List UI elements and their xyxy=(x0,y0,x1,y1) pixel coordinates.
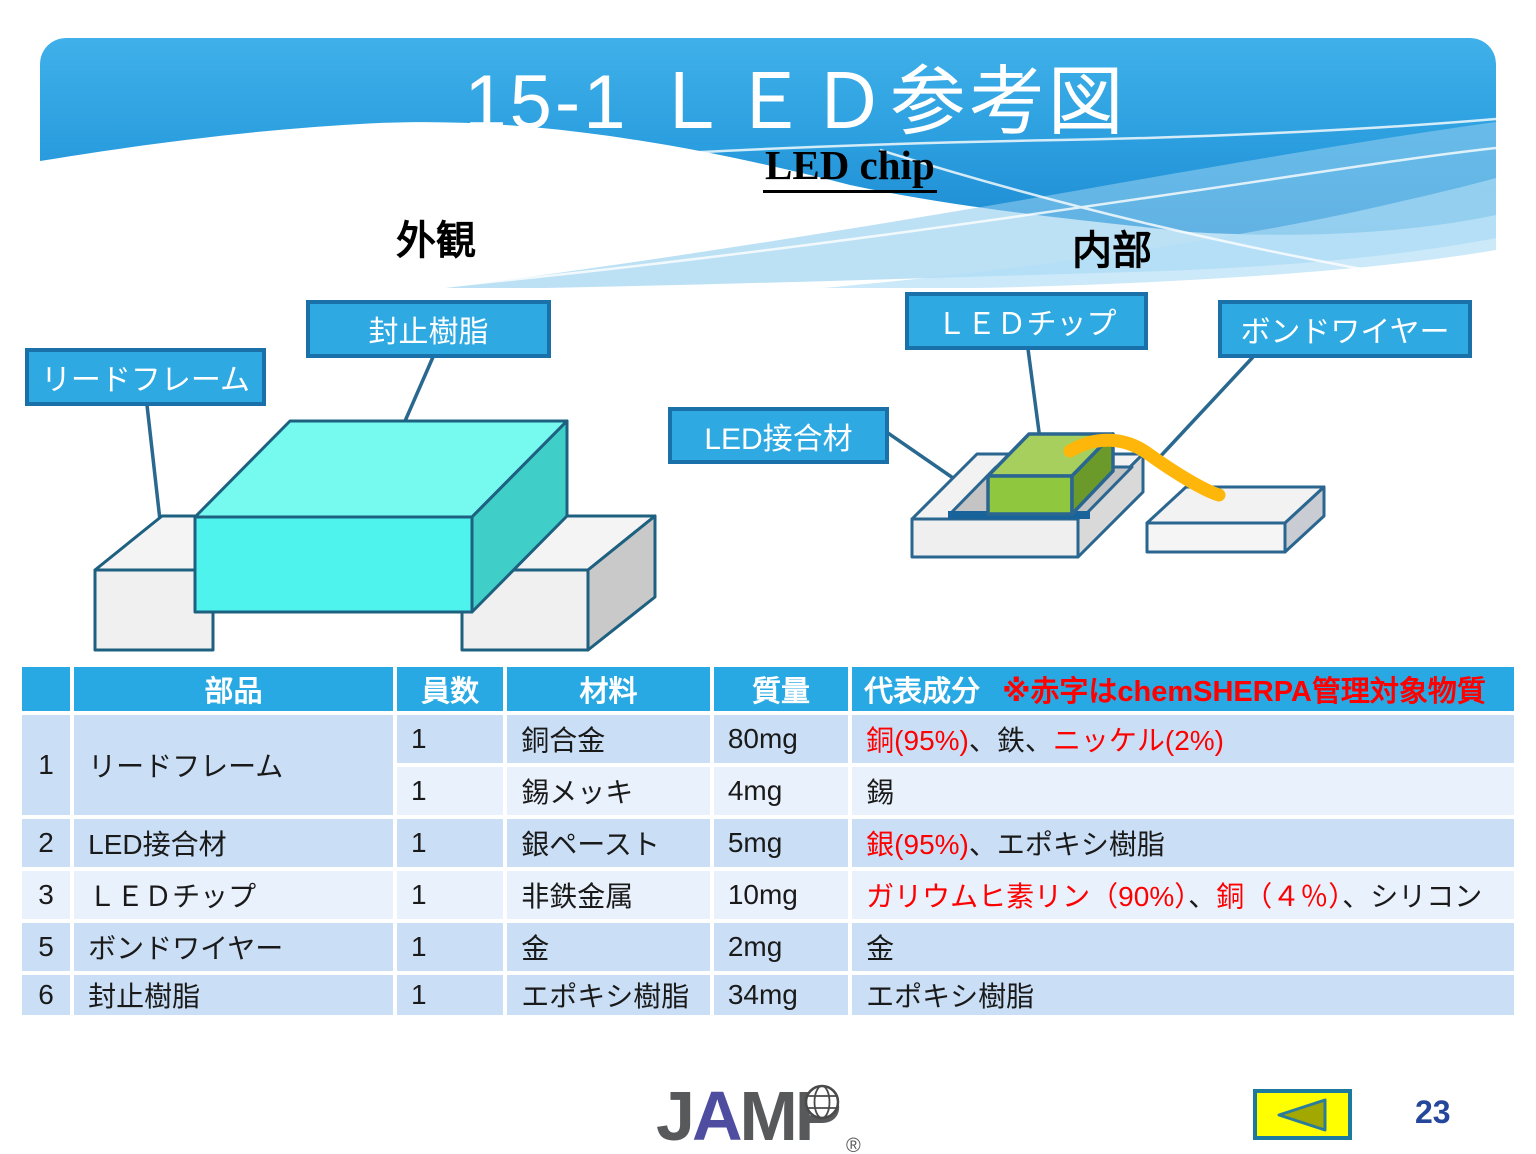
cell-part: ボンドワイヤー xyxy=(74,923,393,971)
bondwire-connector-line xyxy=(1155,355,1255,462)
cell-material: 銅合金 xyxy=(507,715,710,763)
back-button[interactable] xyxy=(1253,1089,1352,1140)
cell-no: 6 xyxy=(22,975,71,1015)
label-lead-frame: リードフレーム xyxy=(25,348,266,406)
cell-qty: 1 xyxy=(396,923,504,971)
cell-material: 錫メッキ xyxy=(507,767,710,815)
bond-wire-curve xyxy=(1063,433,1226,502)
sealing-resin-body xyxy=(193,419,569,614)
right-view-label: 内部 xyxy=(1072,229,1152,273)
logo-letter-m: M xyxy=(740,1078,795,1154)
table-row: 1 錫メッキ 4mg 錫 xyxy=(22,767,1514,815)
jamp-logo: JAMP ® xyxy=(656,1078,861,1154)
cell-material: 非鉄金属 xyxy=(507,871,710,919)
col-header-composition: 代表成分 ※赤字はchemSHERPA管理対象物質 xyxy=(852,667,1514,711)
table-row: 2 LED接合材 1 銀ペースト 5mg 銀(95%)、エポキシ樹脂 xyxy=(22,819,1514,867)
led-chip-body xyxy=(986,432,1115,516)
cell-composition: エポキシ樹脂 xyxy=(852,975,1514,1015)
logo-letter-j: J xyxy=(656,1078,692,1154)
leadframe-left-block xyxy=(93,514,282,652)
left-view-label: 外観 xyxy=(396,219,476,263)
label-led-chip: ＬＥＤチップ xyxy=(905,292,1148,350)
col-header-mass: 質量 xyxy=(713,667,849,711)
led-diagrams xyxy=(93,348,1326,652)
col-header-qty: 員数 xyxy=(396,667,504,711)
cell-qty: 1 xyxy=(396,871,504,919)
cell-part: 封止樹脂 xyxy=(74,975,393,1015)
table-row: 1 リードフレーム 1 銅合金 80mg 銅(95%)、鉄、ニッケル(2%) xyxy=(22,715,1514,815)
internal-diagram xyxy=(910,432,1326,559)
page-title: 15-1 ＬＥＤ参考図 xyxy=(464,60,1127,145)
cell-mass: 2mg xyxy=(713,923,849,971)
cell-composition: 銀(95%)、エポキシ樹脂 xyxy=(852,819,1514,867)
col-header-no xyxy=(22,667,71,711)
cell-no: 5 xyxy=(22,923,71,971)
cell-mass: 34mg xyxy=(713,975,849,1015)
composition-header-label: 代表成分 xyxy=(864,676,981,708)
cell-mass: 5mg xyxy=(713,819,849,867)
globe-icon xyxy=(804,1084,840,1120)
cell-part: LED接合材 xyxy=(74,819,393,867)
table-row: 5 ボンドワイヤー 1 金 2mg 金 xyxy=(22,923,1514,971)
label-bond-wire: ボンドワイヤー xyxy=(1218,300,1472,358)
table-row: 6 封止樹脂 1 エポキシ樹脂 34mg エポキシ樹脂 xyxy=(22,975,1514,1015)
cell-part: ＬＥＤチップ xyxy=(74,871,393,919)
cell-mass: 80mg xyxy=(713,715,849,763)
cell-qty: 1 xyxy=(396,715,504,763)
composition-red-note: ※赤字はchemSHERPA管理対象物質 xyxy=(1002,676,1486,708)
label-sealing-resin: 封止樹脂 xyxy=(306,300,551,358)
cell-composition: ガリウムヒ素リン（90%）、銅（４％）、シリコン xyxy=(852,871,1514,919)
col-header-part: 部品 xyxy=(74,667,393,711)
cell-no: 2 xyxy=(22,819,71,867)
label-led-bonding: LED接合材 xyxy=(668,407,889,464)
cell-material: エポキシ樹脂 xyxy=(507,975,710,1015)
bom-table: 部品 員数 材料 質量 代表成分 ※赤字はchemSHERPA管理対象物質 1 リ… xyxy=(18,663,1518,1019)
cell-no: 1 xyxy=(22,715,71,815)
logo-letter-a: A xyxy=(692,1078,741,1154)
banner-hairline-3 xyxy=(879,148,1496,288)
title-banner-graphic xyxy=(40,38,1496,288)
table-row: 3 ＬＥＤチップ 1 非鉄金属 10mg ガリウムヒ素リン（90%）、銅（４％）… xyxy=(22,871,1514,919)
cell-mass: 4mg xyxy=(713,767,849,815)
back-arrow-icon xyxy=(1277,1098,1326,1131)
exterior-diagram xyxy=(93,419,657,652)
cell-mass: 10mg xyxy=(713,871,849,919)
cell-material: 銀ペースト xyxy=(507,819,710,867)
cell-no: 3 xyxy=(22,871,71,919)
cell-qty: 1 xyxy=(396,975,504,1015)
cell-composition: 錫 xyxy=(852,767,1514,815)
chip-heading: LED chip xyxy=(763,141,937,193)
cell-composition: 金 xyxy=(852,923,1514,971)
cell-material: 金 xyxy=(507,923,710,971)
page-number: 23 xyxy=(1415,1094,1451,1130)
banner-hairline-1 xyxy=(40,117,1496,218)
registered-mark: ® xyxy=(846,1135,861,1154)
banner-hairline-2 xyxy=(429,146,1496,288)
cell-qty: 1 xyxy=(396,819,504,867)
cell-qty: 1 xyxy=(396,767,504,815)
cell-composition: 銅(95%)、鉄、ニッケル(2%) xyxy=(852,715,1514,763)
table-header-row: 部品 員数 材料 質量 代表成分 ※赤字はchemSHERPA管理対象物質 xyxy=(22,667,1514,711)
col-header-material: 材料 xyxy=(507,667,710,711)
cell-part: リードフレーム xyxy=(74,715,393,815)
terminal-block xyxy=(1145,485,1326,554)
